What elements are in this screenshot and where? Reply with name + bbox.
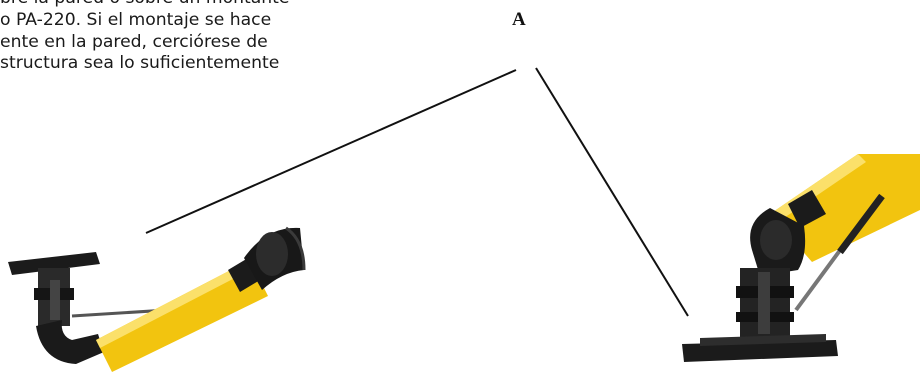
- text-line: o PA-220. Si el montaje se hace: [0, 9, 272, 30]
- text-line: structura sea lo suficientemente: [0, 53, 280, 74]
- extraction-arm-left-icon: [8, 226, 306, 372]
- instruction-text: bre la pared o sobre un montante o PA-22…: [0, 0, 360, 75]
- extraction-arm-right-icon: [682, 154, 920, 362]
- text-line: ente en la pared, cerciórese de: [0, 31, 268, 52]
- text-line: bre la pared o sobre un montante: [0, 0, 360, 10]
- leader-line-left: [145, 69, 517, 234]
- callout-label-a: A: [512, 9, 526, 30]
- leader-line-right: [535, 67, 689, 317]
